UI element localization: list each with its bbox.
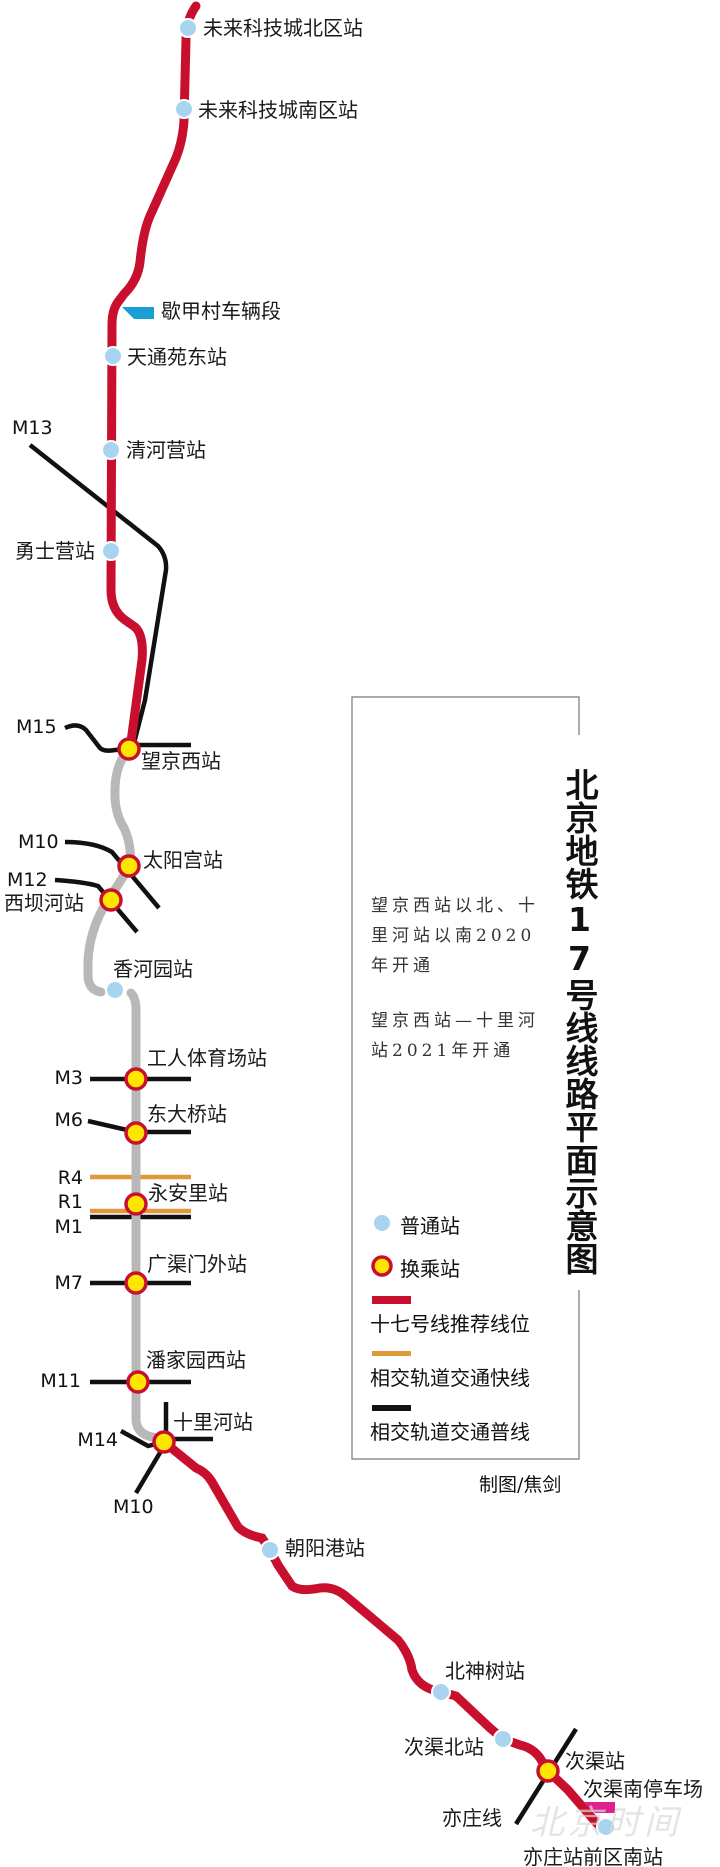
vehicle-depot-marker	[122, 307, 154, 319]
m15-label: M15	[16, 716, 57, 738]
yizhuang-line-label: 亦庄线	[442, 1806, 502, 1830]
interchange-dot-s6[interactable]	[117, 737, 141, 761]
m15-line	[64, 723, 130, 753]
station-label-s11: 东大桥站	[147, 1102, 227, 1126]
legend-interchange-icon	[371, 1255, 393, 1277]
station-label-s20: 亦庄站前区南站	[523, 1845, 663, 1867]
station-label-s4: 清河营站	[126, 438, 206, 462]
m13-line	[28, 443, 169, 756]
station-label-s2: 未来科技城南区站	[198, 98, 358, 122]
station-label-s12: 永安里站	[148, 1181, 228, 1205]
m12-label: M12	[7, 869, 48, 891]
interchange-dot-s19[interactable]	[536, 1759, 560, 1783]
station-label-s18: 次渠北站	[404, 1735, 484, 1759]
station-dot-s5[interactable]	[101, 541, 121, 561]
legend-line17-label: 十七号线推荐线位	[370, 1312, 530, 1336]
station-dot-s20[interactable]	[596, 1817, 616, 1837]
station-label-s1: 未来科技城北区站	[203, 16, 363, 40]
station-dot-s16[interactable]	[260, 1540, 280, 1560]
interchange-dot-s8[interactable]	[99, 888, 123, 912]
interchange-dot-s13[interactable]	[124, 1271, 148, 1295]
m11-label: M11	[40, 1370, 81, 1392]
interchange-dot-s12[interactable]	[124, 1192, 148, 1216]
station-label-s9: 香河园站	[113, 957, 193, 981]
legend-express-swatch	[372, 1351, 411, 1356]
r1-label: R1	[58, 1191, 83, 1213]
m10-line-south	[134, 1444, 166, 1495]
legend-line17-swatch	[372, 1296, 411, 1304]
opening-note-2021: 望京西站—十里河站2021年开通	[371, 1011, 539, 1061]
station-label-s19: 次渠站	[565, 1749, 625, 1773]
station-dot-s4[interactable]	[101, 440, 121, 460]
depot-label-1: 歇甲村车辆段	[161, 299, 281, 323]
station-label-s15: 十里河站	[173, 1410, 253, 1434]
opening-note-2020: 望京西站以北、十里河站以南2020年开通	[371, 896, 539, 976]
station-label-s3: 天通苑东站	[127, 345, 227, 369]
interchange-dot-s15[interactable]	[152, 1430, 176, 1454]
m7-label: M7	[55, 1272, 83, 1294]
station-label-s16: 朝阳港站	[285, 1536, 365, 1560]
station-dot-s18[interactable]	[493, 1729, 513, 1749]
r4-label: R4	[58, 1167, 83, 1189]
legend-normal-station-icon	[374, 1215, 390, 1231]
interchange-dot-s14[interactable]	[126, 1370, 150, 1394]
station-label-s5: 勇士营站	[15, 539, 95, 563]
m10-south-label: M10	[113, 1496, 154, 1518]
m13-label: M13	[12, 417, 53, 439]
station-label-s8: 西坝河站	[4, 891, 84, 915]
line17-north-segment	[106, 1, 201, 754]
m1-label: M1	[55, 1216, 83, 1238]
map-title: 北京地铁17号线线路平面示意图	[558, 766, 600, 1276]
legend-regular-label: 相交轨道交通普线	[370, 1420, 530, 1444]
legend-box-border	[351, 696, 580, 1460]
m12-line	[54, 877, 139, 934]
watermark: 北京时间	[530, 1803, 682, 1843]
line17-south-segment	[159, 1437, 605, 1832]
map-credit: 制图/焦剑	[479, 1474, 562, 1496]
m10-north-label: M10	[18, 831, 59, 853]
station-dot-s17[interactable]	[431, 1682, 451, 1702]
parking-lot-marker	[583, 1802, 615, 1813]
station-dot-s9[interactable]	[105, 980, 125, 1000]
depot-label-2: 次渠南停车场	[583, 1777, 703, 1801]
station-dot-s2[interactable]	[174, 99, 194, 119]
station-dot-s3[interactable]	[103, 346, 123, 366]
station-label-s6: 望京西站	[141, 749, 221, 773]
station-label-s13: 广渠门外站	[147, 1252, 247, 1276]
legend-normal-station-label: 普通站	[400, 1214, 460, 1238]
m3-label: M3	[55, 1067, 83, 1089]
station-label-s7: 太阳宫站	[143, 848, 223, 872]
legend-regular-swatch	[372, 1405, 411, 1411]
interchange-dot-s7[interactable]	[117, 854, 141, 878]
m14-label: M14	[77, 1429, 118, 1451]
m6-label: M6	[55, 1109, 83, 1131]
interchange-dot-s11[interactable]	[124, 1121, 148, 1145]
m10-line-north	[64, 839, 161, 910]
station-dot-s1[interactable]	[178, 18, 198, 38]
station-label-s10: 工人体育场站	[147, 1046, 267, 1070]
legend-interchange-label: 换乘站	[400, 1257, 460, 1281]
station-label-s17: 北神树站	[445, 1659, 525, 1683]
interchange-dot-s10[interactable]	[124, 1067, 148, 1091]
station-label-s14: 潘家园西站	[146, 1348, 246, 1372]
legend-express-label: 相交轨道交通快线	[370, 1366, 530, 1390]
